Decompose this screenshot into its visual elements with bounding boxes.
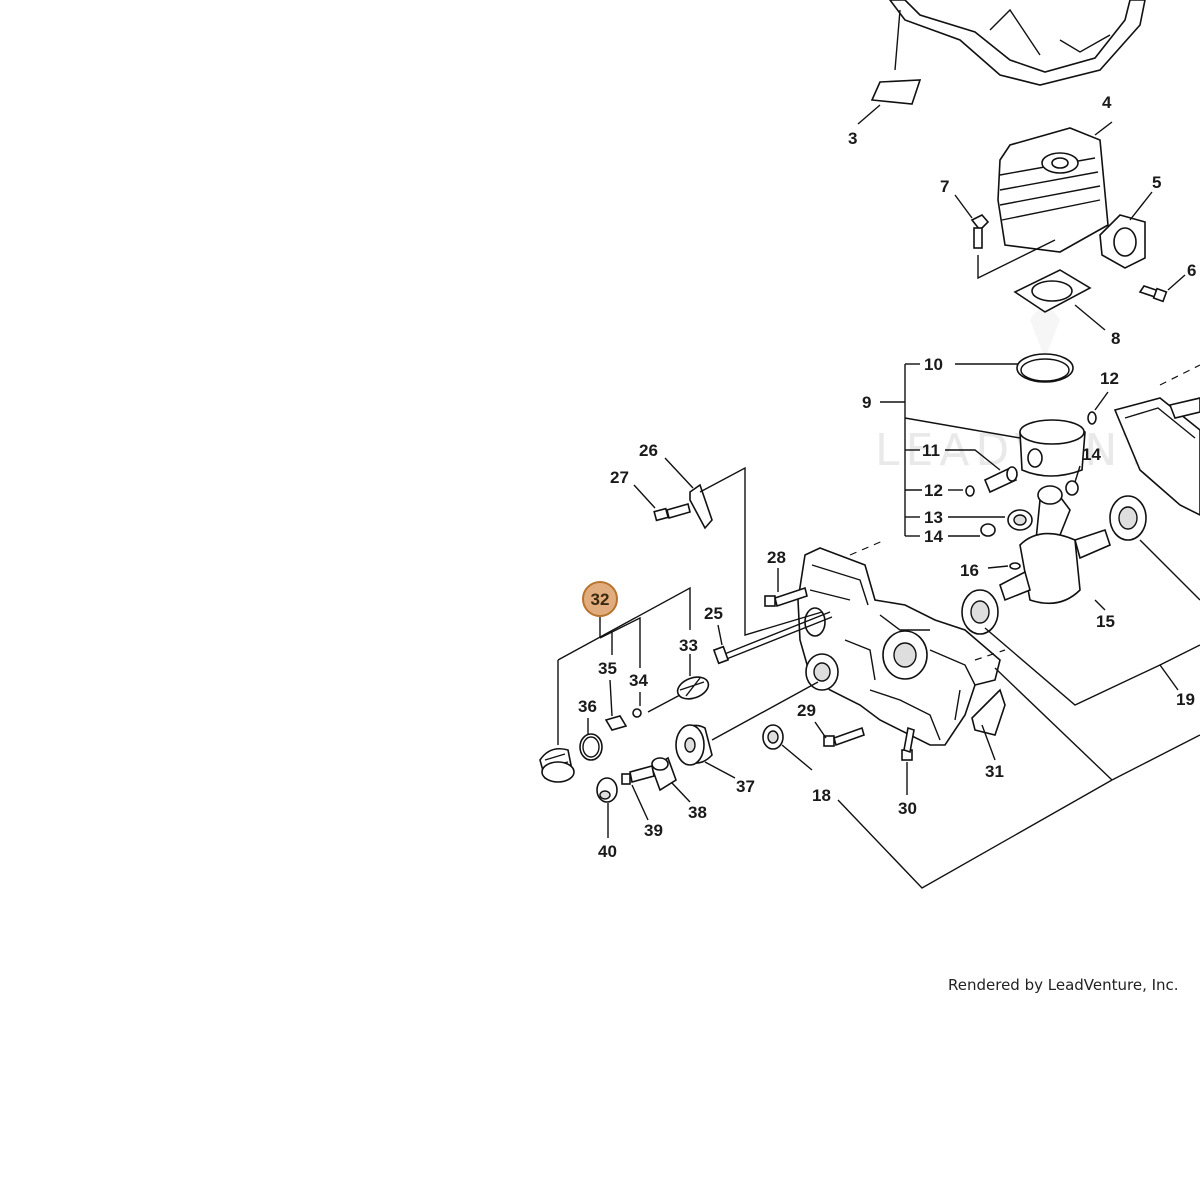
callout-27: 27 <box>610 468 629 487</box>
callout-6: 6 <box>1187 261 1196 280</box>
callout-30: 30 <box>898 799 917 818</box>
callout-16: 16 <box>960 561 979 580</box>
callout-12-lower: 12 <box>924 481 943 500</box>
part-15-crankshaft[interactable] <box>999 485 1111 611</box>
callout-5: 5 <box>1152 173 1161 192</box>
part-12-circlip-upper[interactable] <box>1087 391 1109 425</box>
part-33-oil-strainer[interactable] <box>647 654 711 713</box>
part-37-oil-pump[interactable] <box>675 681 819 779</box>
part-8-cylinder-gasket[interactable] <box>1013 269 1106 331</box>
callout-31: 31 <box>985 762 1004 781</box>
callout-12-upper: 12 <box>1100 369 1119 388</box>
part-26-deflector[interactable] <box>664 457 823 636</box>
callout-39: 39 <box>644 821 663 840</box>
part-25-oil-tube[interactable] <box>712 611 833 665</box>
highlight-badge[interactable] <box>582 581 618 617</box>
callout-4: 4 <box>1102 93 1112 112</box>
callout-7: 7 <box>940 177 949 196</box>
part-32-group-bracket <box>557 586 691 668</box>
callout-35: 35 <box>598 659 617 678</box>
part-crankcase-gasket[interactable] <box>1113 364 1200 516</box>
callout-13: 13 <box>924 508 943 527</box>
top-cover-part[interactable] <box>889 0 1146 86</box>
part-28-screw[interactable] <box>764 568 808 608</box>
part-38-sleeve[interactable] <box>651 756 691 803</box>
callout-18: 18 <box>812 786 831 805</box>
part-3-decal[interactable] <box>857 79 922 125</box>
callout-36: 36 <box>578 697 597 716</box>
callout-37: 37 <box>736 777 755 796</box>
part-14-washer-upper[interactable] <box>1065 465 1081 496</box>
part-9-piston-group-bracket <box>880 363 1021 537</box>
part-18-assembly-leader <box>837 667 1200 889</box>
part-27-screw[interactable] <box>633 484 691 522</box>
part-32-oil-tank-cap[interactable] <box>539 660 575 783</box>
part-10-piston-ring[interactable] <box>955 353 1074 383</box>
part-29-screw[interactable] <box>814 721 865 747</box>
part-14-washer-lower[interactable] <box>948 523 996 537</box>
callout-40: 40 <box>598 842 617 861</box>
callout-19: 19 <box>1176 690 1195 709</box>
part-bearing-right[interactable] <box>1109 495 1200 601</box>
part-19-leader <box>984 627 1200 706</box>
part-7-bolt[interactable] <box>954 194 1056 280</box>
callout-28: 28 <box>767 548 786 567</box>
callout-38: 38 <box>688 803 707 822</box>
part-31-bracket[interactable] <box>971 688 1006 761</box>
part-5-intake-flange[interactable] <box>1099 191 1153 269</box>
callout-14-upper: 14 <box>1082 445 1101 464</box>
callout-29: 29 <box>797 701 816 720</box>
watermark-logo <box>1030 307 1060 360</box>
part-16-key[interactable] <box>987 562 1021 570</box>
part-bearing-left[interactable] <box>961 589 999 635</box>
part-40-cap[interactable] <box>596 777 618 838</box>
callout-33: 33 <box>679 636 698 655</box>
part-4-cylinder[interactable] <box>997 121 1113 253</box>
part-13-needle-bearing[interactable] <box>948 509 1033 531</box>
callout-26: 26 <box>639 441 658 460</box>
callout-32: 32 <box>591 590 610 609</box>
callout-9: 9 <box>862 393 871 412</box>
part-39-adjust-screw[interactable] <box>621 765 655 821</box>
callout-25: 25 <box>704 604 723 623</box>
part-11-piston-pin[interactable] <box>945 449 1018 494</box>
callout-8: 8 <box>1111 329 1120 348</box>
callout-10: 10 <box>924 355 943 374</box>
render-credit: Rendered by LeadVenture, Inc. <box>948 976 1179 994</box>
callout-14-lower: 14 <box>924 527 943 546</box>
crankcase-main[interactable] <box>797 539 1006 746</box>
part-18-oil-seal[interactable] <box>762 724 813 771</box>
callout-34: 34 <box>629 671 648 690</box>
part-36-o-ring[interactable] <box>579 718 603 761</box>
part-30-screw[interactable] <box>901 726 915 795</box>
callout-3: 3 <box>848 129 857 148</box>
part-34-valve[interactable] <box>632 692 642 718</box>
part-6-bolt[interactable] <box>1138 274 1186 303</box>
callout-15: 15 <box>1096 612 1115 631</box>
callout-32-highlighted[interactable]: 32 <box>582 581 618 617</box>
part-35-clip[interactable] <box>604 679 628 731</box>
callout-11: 11 <box>922 441 940 460</box>
part-piston[interactable] <box>1019 419 1086 477</box>
part-12-circlip-lower[interactable] <box>948 485 975 497</box>
